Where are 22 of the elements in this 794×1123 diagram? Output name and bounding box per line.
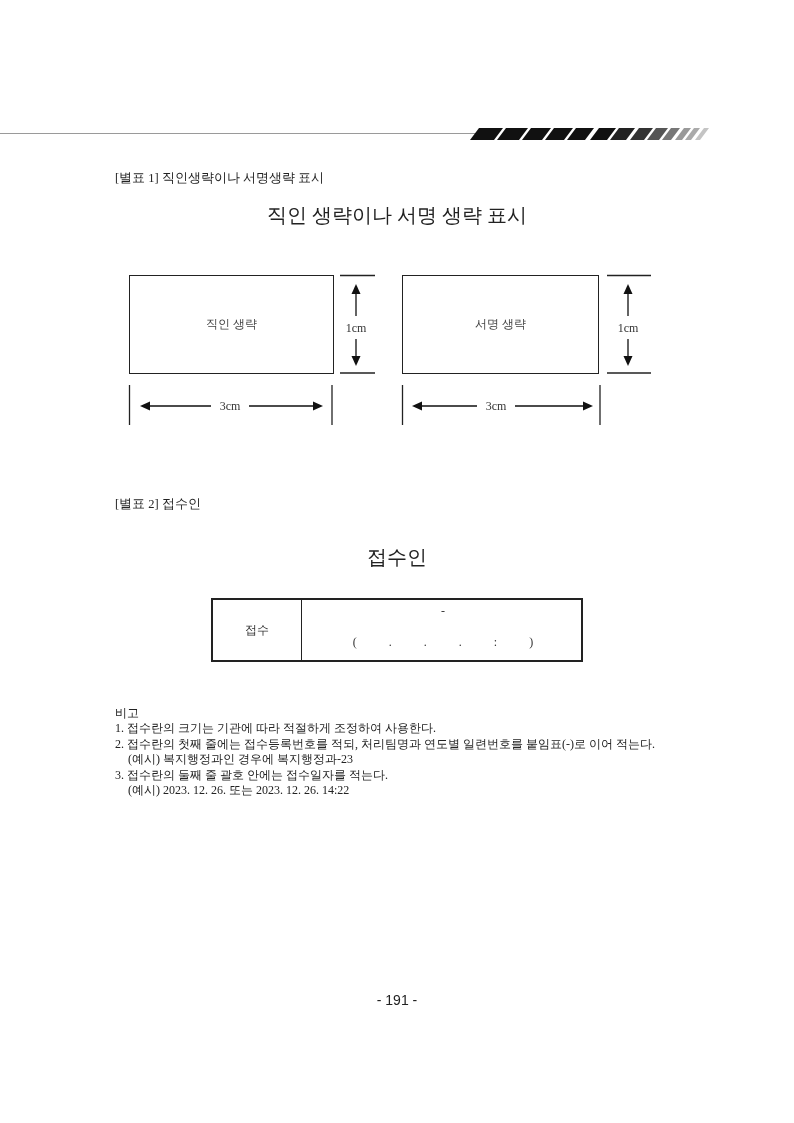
note-text: 2. 접수란의 첫째 줄에는 접수등록번호를 적되, 처리팀명과 연도별 일련번호를 붙임표(-)로 이어 적는다. [115, 736, 655, 751]
box-label: 직인 생략 [206, 317, 257, 332]
dimension-label: 1cm [345, 320, 367, 335]
dimension-label: 1cm [617, 320, 639, 335]
table-header-cell: 접수 [213, 600, 302, 660]
section-heading: 접수인 [367, 545, 427, 569]
number-separator-text: - [441, 603, 445, 619]
stamp-area-box [402, 275, 599, 374]
dimension-label: 3cm [219, 398, 241, 414]
example-text: (예시) 복지행정과인 경우에 복지행정과-23 [128, 751, 353, 767]
page-number: - 191 - [376, 991, 418, 1009]
dimension-label: 3cm [485, 398, 507, 414]
note-text: 1. 접수란의 크기는 기관에 따라 적절하게 조정하여 사용한다. [115, 720, 436, 736]
section-heading: 직인 생략이나 서명 생략 표시 [267, 203, 527, 227]
note-text: 3. 접수란의 둘째 줄 괄호 안에는 접수일자를 적는다. [115, 767, 388, 782]
section-caption: [별표 1] 직인생략이나 서명생략 표시 [115, 170, 325, 186]
box-label: 서명 생략 [475, 317, 526, 332]
stamp-area-box [129, 275, 334, 374]
section-caption: [별표 2] 접수인 [115, 496, 201, 512]
example-text: (예시) 2023. 12. 26. 또는 2023. 12. 26. 14:22 [128, 782, 350, 798]
notes-heading: 비고 [115, 705, 139, 721]
date-template-text: ( . . . : ) [352, 634, 534, 650]
